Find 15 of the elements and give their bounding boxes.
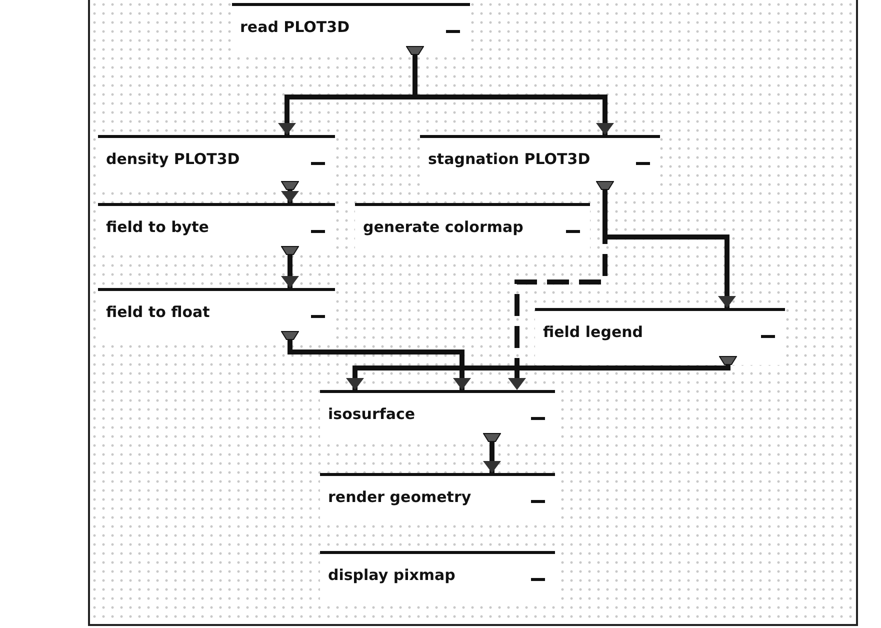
module-name: render geometry bbox=[328, 488, 472, 506]
connection-line bbox=[346, 364, 730, 390]
connection-line bbox=[288, 340, 471, 390]
module-name: display pixmap bbox=[328, 566, 456, 584]
module-name: field legend bbox=[543, 323, 644, 341]
module-name: field to byte bbox=[106, 218, 209, 236]
module-name: generate colormap bbox=[363, 218, 524, 236]
module-name: density PLOT3D bbox=[106, 150, 240, 168]
connection-line bbox=[281, 255, 299, 288]
connection-line bbox=[483, 442, 501, 473]
module-name: isosurface bbox=[328, 405, 416, 423]
module-name: field to float bbox=[106, 303, 210, 321]
module-name: read PLOT3D bbox=[240, 18, 350, 36]
module-name: stagnation PLOT3D bbox=[428, 150, 590, 168]
connection-line bbox=[281, 190, 299, 203]
